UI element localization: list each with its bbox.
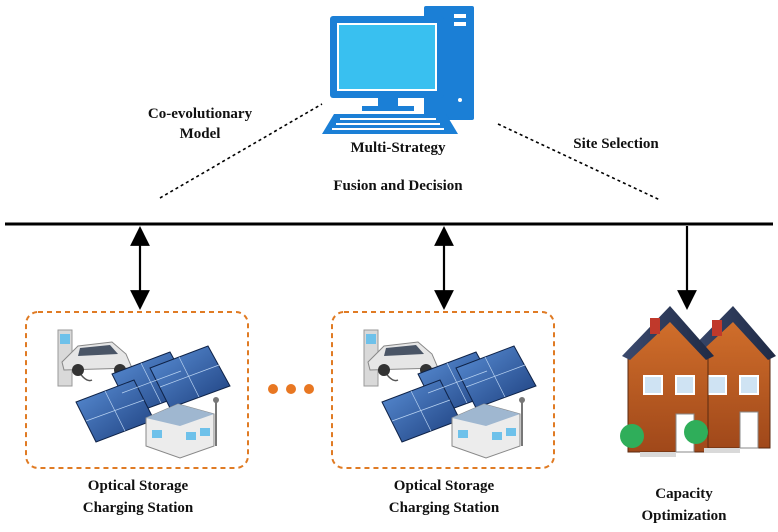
- station-1-label-line1: Optical Storage: [87, 478, 189, 494]
- computer-icon: [322, 6, 474, 134]
- station-1-label-line2: Charging Station: [82, 500, 194, 516]
- co-evolutionary-label: Co-evolutionary: [147, 106, 253, 122]
- house-icon: [620, 306, 776, 457]
- center-title-line1: Multi-Strategy: [350, 140, 446, 156]
- ellipsis-dots: [268, 384, 314, 394]
- station-box-1: [25, 311, 249, 469]
- capacity-label: Capacity: [655, 486, 713, 502]
- station-2-label-line2: Charging Station: [388, 500, 500, 516]
- station-2-label-line1: Optical Storage: [393, 478, 495, 494]
- site-selection-label: Site Selection: [573, 136, 659, 152]
- station-box-2: [331, 311, 555, 469]
- dotted-link-left: [159, 103, 323, 199]
- center-title-line2: Fusion and Decision: [333, 178, 463, 194]
- station-illustration-1: [30, 318, 240, 464]
- station-illustration-2: [363, 329, 537, 459]
- model-label: Model: [179, 126, 221, 142]
- optimization-label: Optimization: [641, 508, 727, 524]
